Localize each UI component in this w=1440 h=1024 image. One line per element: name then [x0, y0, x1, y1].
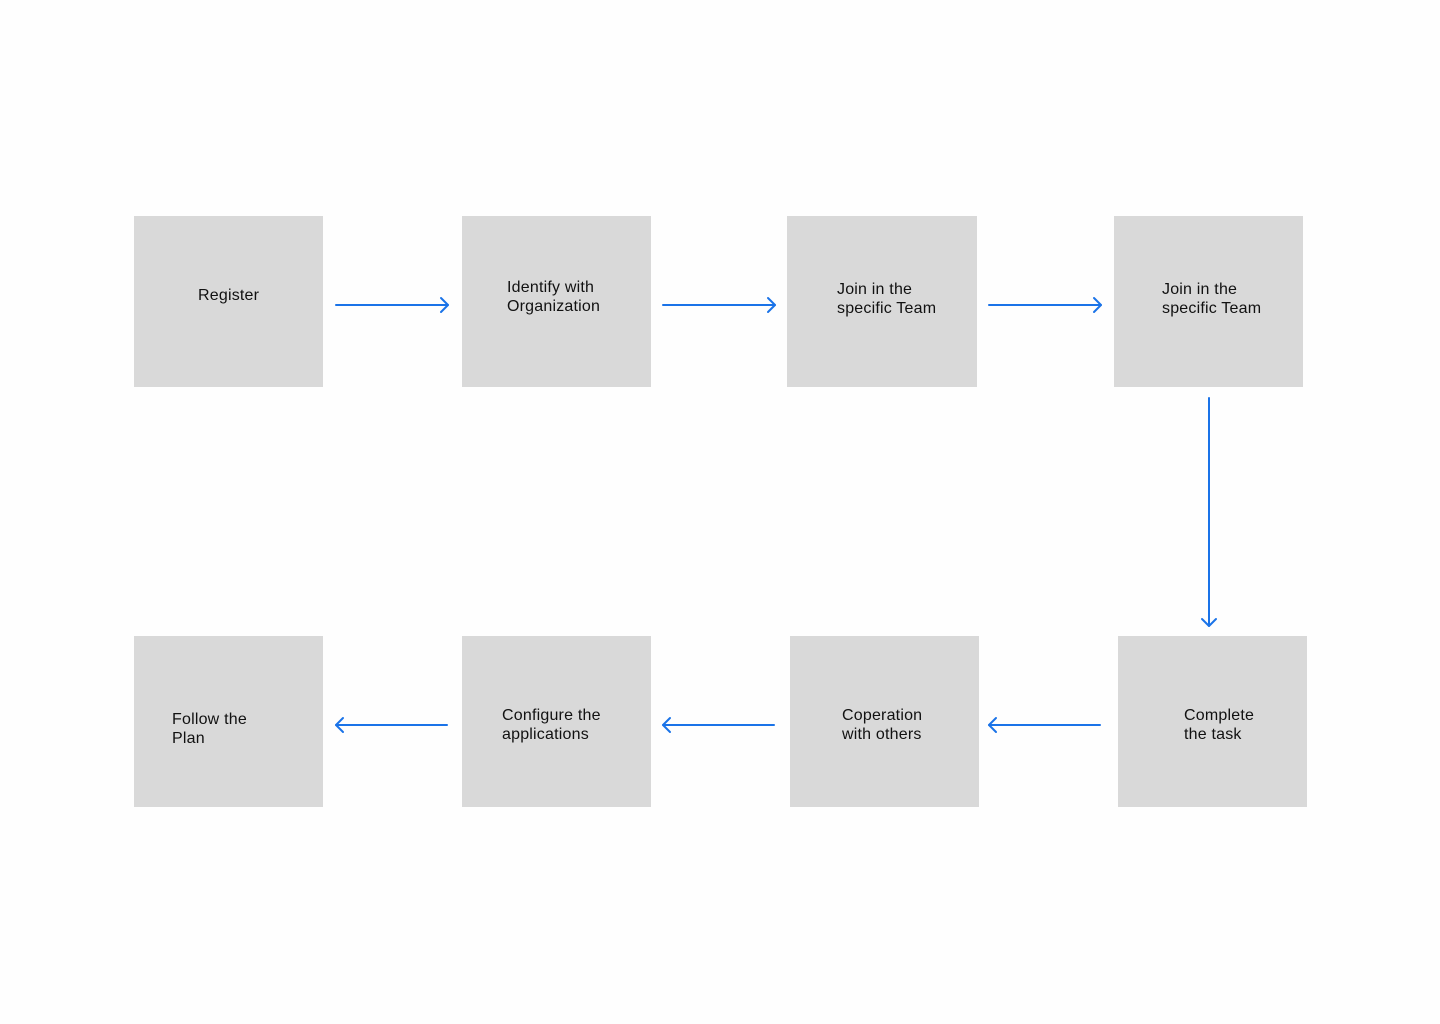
arrow-complete-task-to-cooperation — [988, 717, 1101, 733]
step-cooperation-box: Coperation with others — [790, 636, 979, 807]
arrow-configure-to-follow-plan — [335, 717, 448, 733]
arrow-identify-to-join-team — [662, 297, 776, 313]
step-join-team-box: Join in the specific Team — [787, 216, 977, 387]
step-follow-plan-label: Follow the Plan — [172, 711, 247, 747]
arrow-join-team-to-join-team — [988, 297, 1102, 313]
arrow-cooperation-to-configure — [662, 717, 775, 733]
arrow-register-to-identify — [335, 297, 449, 313]
step-complete-task-box: Complete the task — [1118, 636, 1307, 807]
step-join-team-second-box: Join in the specific Team — [1114, 216, 1303, 387]
step-join-team-second-label: Join in the specific Team — [1162, 281, 1262, 317]
step-register-label: Register — [198, 287, 260, 304]
step-follow-plan-box: Follow the Plan — [134, 636, 323, 807]
step-cooperation-label: Coperation with others — [842, 707, 923, 743]
step-configure-applications-label: Configure the applications — [502, 707, 601, 743]
step-configure-applications-box: Configure the applications — [462, 636, 651, 807]
arrow-join-team-to-complete-task — [1201, 397, 1217, 627]
step-register-box: Register — [134, 216, 323, 387]
step-identify-organization-label: Identify with Organization — [507, 279, 601, 315]
step-identify-organization-box: Identify with Organization — [462, 216, 651, 387]
step-complete-task-label: Complete the task — [1184, 707, 1255, 743]
step-join-team-label: Join in the specific Team — [837, 281, 937, 317]
